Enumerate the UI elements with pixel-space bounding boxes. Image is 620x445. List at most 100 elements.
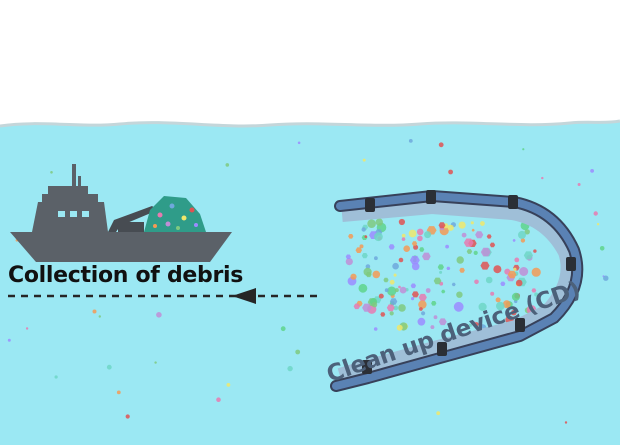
plastic-particle-icon — [417, 317, 426, 326]
ship-icon — [10, 164, 232, 262]
plastic-particle-icon — [596, 223, 600, 226]
plastic-particle-icon — [493, 265, 502, 274]
plastic-particle-icon — [156, 312, 162, 318]
plastic-particle-icon — [522, 148, 525, 151]
plastic-particle-icon — [398, 257, 404, 263]
plastic-particle-icon — [362, 158, 366, 162]
plastic-particle-icon — [468, 323, 473, 327]
plastic-particle-icon — [367, 219, 376, 228]
plastic-particle-icon — [398, 285, 401, 289]
plastic-particle-icon — [461, 232, 467, 238]
plastic-particle-icon — [387, 286, 397, 296]
plastic-particle-icon — [401, 233, 406, 238]
plastic-particle-icon — [297, 141, 301, 145]
plastic-particle-icon — [25, 327, 29, 330]
plastic-particle-icon — [541, 176, 544, 180]
plastic-particle-icon — [216, 397, 221, 403]
plastic-particle-icon — [470, 221, 474, 225]
plastic-particle-icon — [515, 279, 523, 287]
plastic-particle-icon — [418, 307, 423, 311]
plastic-particle-icon — [523, 251, 533, 260]
plastic-particle-icon — [489, 242, 496, 248]
plastic-particle-icon — [410, 283, 417, 289]
plastic-particle-icon — [378, 293, 384, 299]
plastic-particle-icon — [359, 244, 364, 249]
plastic-particle-icon — [411, 241, 418, 246]
plastic-particle-icon — [386, 304, 395, 312]
plastic-particle-icon — [418, 300, 427, 309]
plastic-particle-icon — [399, 286, 407, 294]
plastic-particle-icon — [451, 282, 456, 287]
plastic-particle-icon — [490, 291, 495, 296]
plastic-particle-icon — [7, 338, 11, 342]
plastic-particle-icon — [345, 254, 351, 259]
plastic-particle-icon — [473, 250, 478, 255]
plastic-particle-icon — [447, 224, 454, 231]
plastic-particle-icon — [475, 231, 484, 239]
plastic-particle-icon — [564, 421, 568, 424]
plastic-particle-icon — [459, 267, 465, 273]
plastic-particle-icon — [418, 293, 427, 301]
plastic-particle-icon — [413, 244, 419, 250]
plastic-particle-icon — [372, 270, 381, 279]
plastic-particle-icon — [371, 302, 378, 308]
plastic-particle-icon — [524, 229, 530, 235]
device-boom-fill — [332, 192, 582, 390]
plastic-particle-icon — [393, 305, 399, 311]
plastic-particle-icon — [438, 142, 444, 148]
plastic-particle-icon — [396, 324, 403, 331]
plastic-particle-icon — [374, 232, 383, 242]
plastic-particle-icon — [401, 237, 406, 241]
plastic-particle-icon — [389, 279, 395, 285]
plastic-particle-icon — [225, 163, 230, 167]
plastic-particle-icon — [375, 218, 383, 226]
plastic-particle-icon — [392, 262, 399, 270]
plastic-particle-icon — [411, 297, 415, 301]
plastic-particle-icon — [466, 249, 473, 254]
plastic-particle-icon — [398, 304, 406, 312]
plastic-particle-icon — [480, 261, 490, 270]
plastic-particle-icon — [512, 239, 516, 242]
plastic-particle-icon — [514, 257, 520, 263]
plastic-particle-icon — [456, 256, 464, 264]
plastic-particle-icon — [443, 329, 447, 332]
plastic-particle-icon — [50, 171, 53, 174]
plastic-particle-icon — [438, 222, 446, 229]
plastic-particle-icon — [408, 139, 413, 143]
plastic-particle-icon — [54, 375, 58, 379]
device-floats — [362, 190, 576, 374]
boom-barrier-icon — [330, 190, 584, 392]
plastic-particle-icon — [480, 221, 485, 226]
plastic-particle-icon — [362, 303, 372, 312]
plastic-particle-icon — [502, 300, 511, 309]
plastic-particle-icon — [409, 255, 420, 265]
plastic-particle-icon — [408, 229, 417, 238]
arrow-left-icon — [8, 288, 322, 304]
plastic-particle-icon — [511, 309, 517, 316]
plastic-particle-icon — [419, 247, 425, 252]
plastic-particle-icon — [438, 318, 447, 326]
plastic-particle-icon — [116, 390, 121, 395]
plastic-particle-icon — [500, 281, 506, 286]
plastic-particle-icon — [355, 247, 362, 253]
plastic-particle-icon — [295, 349, 301, 355]
plastic-particle-icon — [388, 244, 395, 250]
plastic-particle-icon — [417, 235, 423, 242]
plastic-particle-icon — [511, 292, 520, 301]
plastic-particle-icon — [445, 244, 449, 249]
plastic-particle-icon — [364, 235, 368, 238]
plastic-particle-icon — [287, 365, 293, 372]
plastic-particle-icon — [433, 277, 442, 285]
water-surface-line — [0, 119, 620, 128]
collection-of-debris-label: Collection of debris — [8, 263, 244, 288]
plastic-particle-icon — [599, 246, 605, 251]
plastic-particle-icon — [590, 169, 594, 173]
plastic-particle-icon — [383, 277, 389, 283]
plastic-particle-icon — [441, 289, 446, 294]
plastic-particle-icon — [593, 211, 598, 216]
plastic-particle-icon — [98, 315, 102, 318]
plastic-particle-icon — [436, 411, 441, 416]
plastic-particle-icon — [411, 262, 420, 271]
plastic-particle-icon — [496, 301, 505, 311]
